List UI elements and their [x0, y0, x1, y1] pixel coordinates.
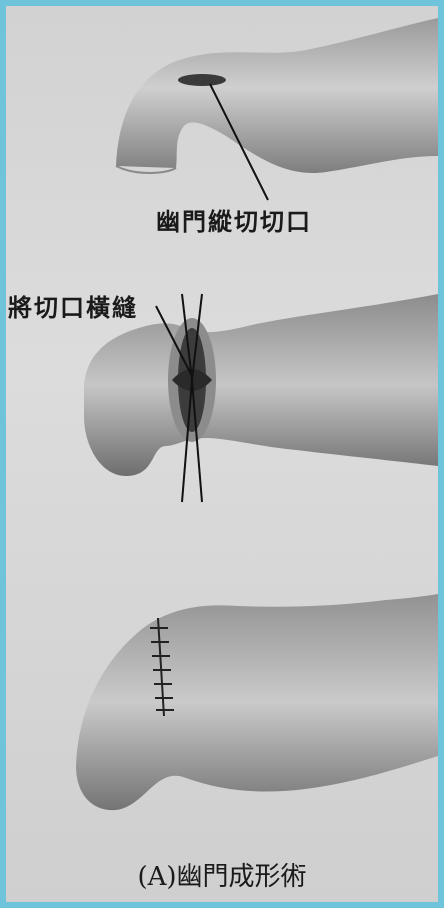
- figure-frame: 幽門縱切切口 將切口橫縫 (A)幽門成形術: [6, 6, 438, 902]
- suture-label: 將切口橫縫: [8, 293, 138, 322]
- figure-caption: (A)幽門成形術: [137, 862, 307, 892]
- suture-stitches: [150, 627, 174, 711]
- pyloroplasty-diagram: [76, 18, 438, 811]
- stage-2-intestine: [84, 293, 438, 503]
- book-page: 幽門縱切切口 將切口橫縫 (A)幽門成形術: [6, 6, 438, 902]
- stage-3-intestine: [76, 594, 438, 811]
- stage-1-intestine: [115, 18, 438, 201]
- suture-line: [157, 617, 165, 717]
- suture-leader-line: [155, 305, 193, 377]
- incision-leader-line: [209, 83, 269, 201]
- lower-suture-lines: [181, 379, 203, 503]
- incision-label: 幽門縱切切口: [156, 207, 312, 236]
- incision-slit: [178, 74, 226, 86]
